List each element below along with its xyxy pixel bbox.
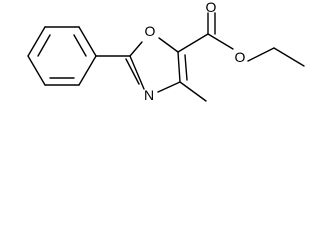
oxazole-ring	[125, 37, 188, 93]
carbonyl-oxygen-label: O	[206, 0, 217, 15]
ester-oxygen-label: O	[235, 49, 246, 65]
ring-oxygen-label: O	[145, 23, 156, 39]
methyl-bond	[179, 81, 207, 102]
ring-nitrogen-label: N	[144, 87, 154, 103]
phenyl-ring	[27, 26, 97, 86]
chemical-structure: O N O O	[27, 0, 305, 103]
ester-group	[177, 12, 305, 67]
